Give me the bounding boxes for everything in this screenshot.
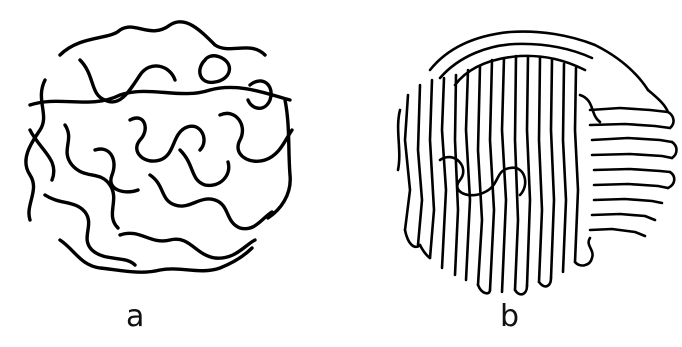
coil-chain [668, 112, 674, 128]
coil-chain [150, 175, 272, 229]
aligned-chain [539, 58, 542, 282]
coil-chain [60, 22, 265, 55]
aligned-chain [442, 78, 446, 268]
aligned-chain [590, 108, 668, 112]
coil-chain [575, 238, 593, 265]
coil-chain [478, 285, 490, 293]
aligned-chain [592, 138, 672, 142]
aligned-chain [430, 80, 434, 258]
coil-chain [45, 195, 135, 265]
aligned-chain [592, 154, 672, 158]
aligned-chain [594, 199, 662, 203]
panel-label-a: a [126, 302, 144, 332]
aligned-chain [515, 56, 518, 290]
coil-chain [120, 233, 255, 258]
coil-chain [268, 100, 290, 218]
aligned-chain [592, 214, 655, 220]
panel-b-aligned-chains [398, 32, 677, 295]
aligned-chain [590, 124, 670, 128]
coil-chain [440, 157, 525, 195]
coil-chain [515, 286, 527, 294]
coil-chain [539, 278, 551, 286]
aligned-chain [455, 75, 458, 275]
aligned-chain [590, 229, 645, 236]
coil-chain [95, 149, 138, 192]
coil-chain [648, 90, 668, 112]
aligned-chain [594, 169, 670, 172]
coil-chain [220, 113, 292, 161]
aligned-chain [418, 85, 422, 245]
aligned-chain [551, 60, 554, 278]
aligned-chain [594, 184, 668, 188]
coil-chain [668, 172, 674, 188]
aligned-chain [502, 58, 506, 292]
panel-label-b: b [500, 302, 519, 332]
coil-chain [398, 110, 400, 170]
aligned-chain [527, 56, 530, 286]
coil-chain [30, 130, 54, 180]
coil-chain [200, 56, 230, 83]
aligned-chain [478, 66, 482, 285]
coil-chain [80, 60, 175, 102]
aligned-chain [405, 95, 410, 230]
aligned-chain [563, 64, 566, 272]
aligned-chain [490, 60, 494, 290]
coil-chain [420, 245, 430, 258]
coil-chain [672, 142, 677, 158]
panel-a-random-coil [26, 22, 292, 272]
aligned-chain [575, 68, 578, 262]
aligned-chain [466, 70, 470, 280]
coil-chain [130, 118, 204, 161]
coil-chain [180, 150, 229, 185]
coil-chain [455, 56, 585, 85]
